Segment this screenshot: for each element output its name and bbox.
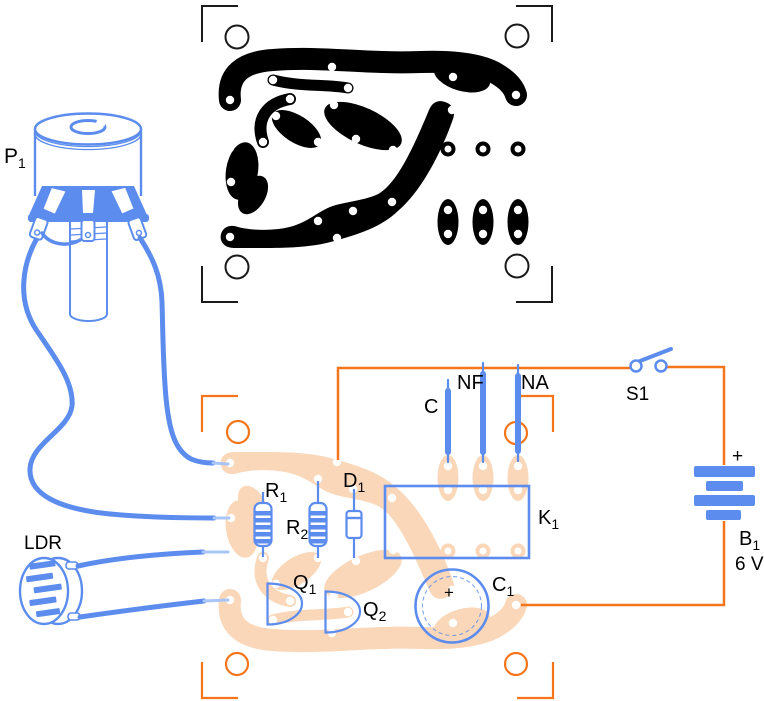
- capacitor-c1: [414, 568, 490, 644]
- battery-plus-label: +: [732, 446, 743, 467]
- board-corner-brackets-top: [201, 5, 553, 303]
- relay-and-leads: [383, 361, 531, 560]
- ldr-label: LDR: [24, 533, 62, 554]
- d1-label: D1: [343, 470, 365, 495]
- board-components: [253, 481, 490, 644]
- pot-terminal-cutouts: [43, 187, 134, 214]
- pot-can-sides: [33, 129, 143, 196]
- battery-voltage-label: 6 V: [735, 554, 764, 575]
- wire-stripped-tips: [201, 461, 231, 603]
- battery-plate-long-1: [694, 466, 755, 477]
- switch-lever: [638, 347, 673, 363]
- transistor-q1: [266, 582, 304, 626]
- ldr-sensor: [18, 556, 84, 626]
- wire-c-label: C: [424, 396, 438, 418]
- mounting-holes-top: [224, 23, 530, 280]
- r1-label: R1: [265, 480, 287, 505]
- ldr-wire-bottom: [77, 598, 207, 620]
- ldr-track-stripes: [25, 560, 62, 618]
- ldr-wire-top: [75, 549, 206, 569]
- transistor-q2: [324, 590, 362, 634]
- s1-label: S1: [626, 384, 649, 405]
- pot-slot-gap: [95, 115, 108, 127]
- r2-label: R2: [286, 517, 308, 542]
- p1-label: P1: [4, 145, 26, 171]
- switch-s1: [629, 347, 673, 373]
- p1-wire-left: [21, 237, 217, 521]
- copper-traces-solder-side: [221, 54, 529, 248]
- relay-k1-outline: [383, 484, 531, 560]
- diode-d1: [345, 489, 363, 558]
- pcb-solder-side-board: [201, 5, 553, 303]
- battery-plate-short-2: [706, 510, 741, 520]
- external-circuit-wiring: [336, 365, 726, 607]
- battery-b1: [694, 466, 755, 520]
- wire-board-to-switch: [336, 366, 630, 460]
- battery-plate-short-1: [706, 481, 743, 491]
- resistor-r1: [253, 492, 273, 557]
- switch-contact-left: [629, 359, 643, 373]
- p1-wire-right: [137, 235, 216, 466]
- pot-can-top: [33, 112, 143, 146]
- wire-battery-to-board: [521, 521, 726, 607]
- switch-contact-right: [654, 359, 668, 373]
- pot-can-rim: [34, 130, 142, 151]
- battery-plate-long-2: [694, 495, 755, 506]
- resistor-r2: [308, 481, 328, 558]
- potentiometer-p1: [28, 112, 149, 322]
- b1-label: B1: [739, 528, 760, 553]
- c1-polarity-label: +: [444, 583, 454, 602]
- labels: P1 LDR R1 R2 D1 Q1 Q2 C1 K1 B1 S1 C NF N…: [4, 145, 764, 624]
- k1-label: K1: [538, 507, 559, 532]
- c1-label: C1: [492, 574, 514, 599]
- wire-nf-label: NF: [457, 372, 484, 394]
- pot-adjust-slot: [69, 119, 107, 135]
- wire-switch-to-battery: [667, 365, 726, 465]
- hookup-wires: [21, 235, 231, 620]
- q1-label: Q1: [293, 572, 317, 597]
- wire-na-label: NA: [521, 372, 549, 394]
- q2-label: Q2: [363, 599, 387, 624]
- pot-jumper-wire: [40, 231, 82, 246]
- board-corner-brackets-bottom: [200, 394, 555, 700]
- pot-wafer: [28, 214, 149, 222]
